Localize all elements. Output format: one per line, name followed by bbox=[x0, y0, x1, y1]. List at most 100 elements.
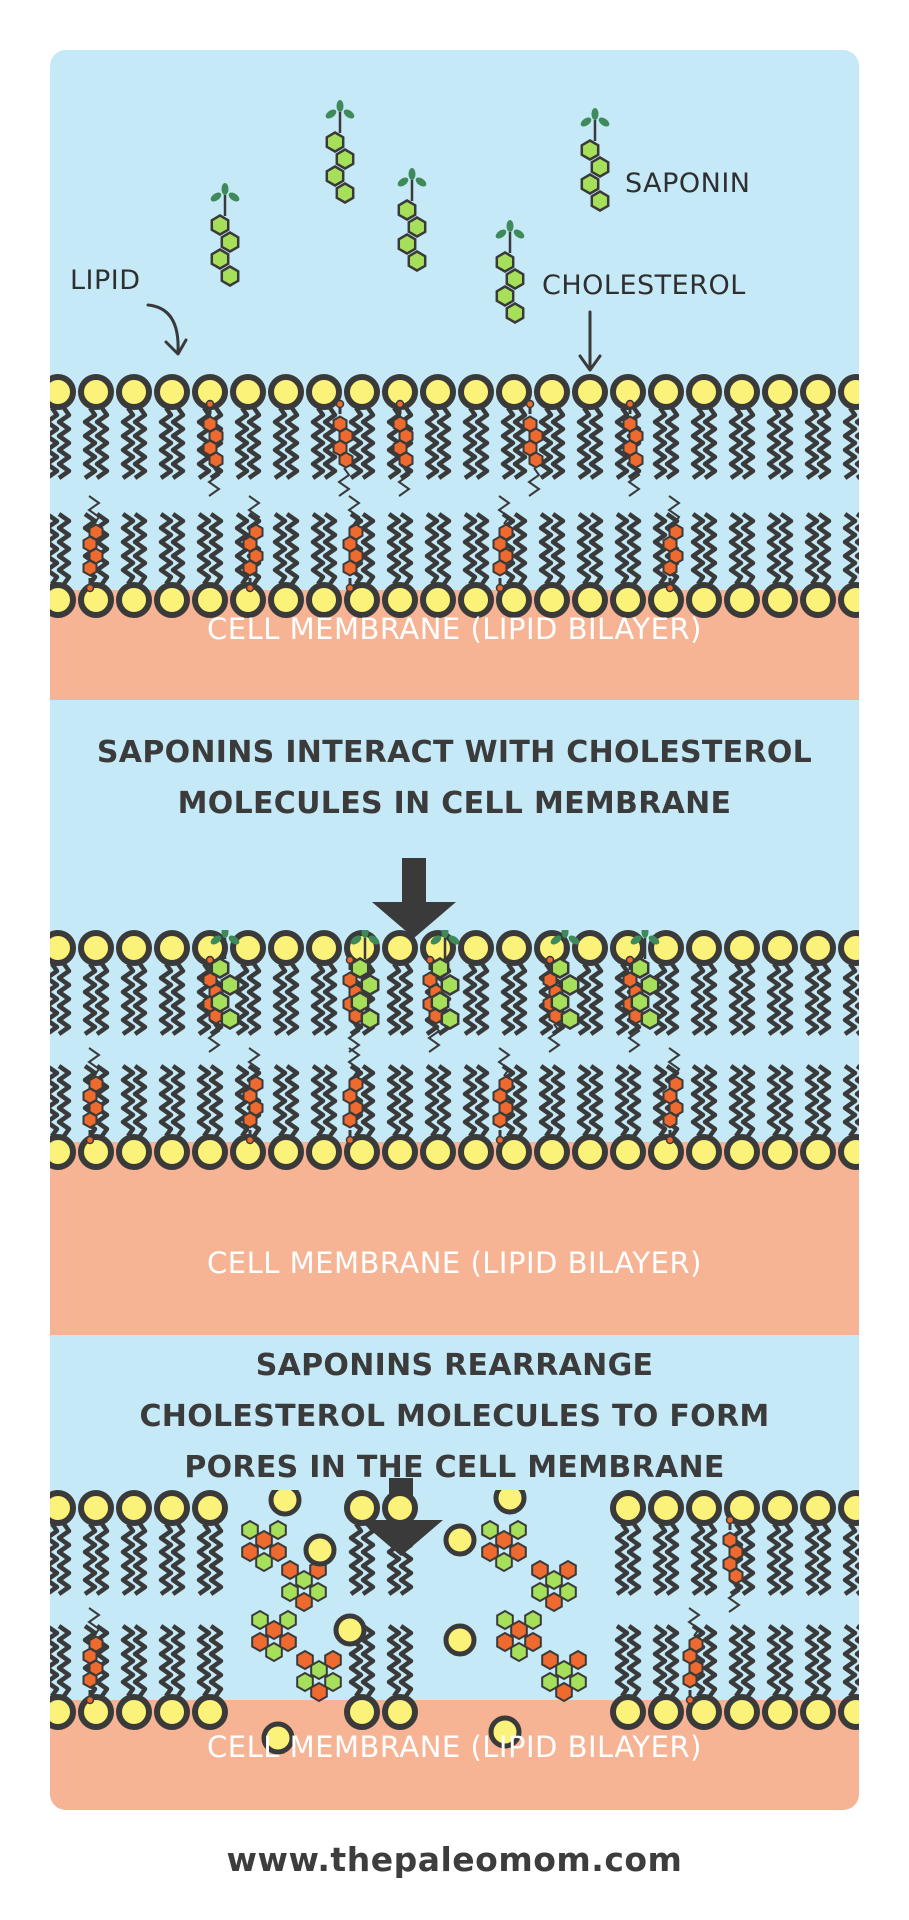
lipid-icon bbox=[762, 930, 798, 1036]
lipid-label: LIPID bbox=[70, 265, 141, 296]
lipid-icon bbox=[488, 1715, 522, 1749]
lipid-icon bbox=[496, 930, 532, 1036]
lipid-icon bbox=[800, 1064, 836, 1170]
lipid-icon bbox=[154, 1624, 190, 1730]
cholesterol-icon bbox=[682, 1607, 704, 1705]
lipid-icon bbox=[116, 930, 152, 1036]
lipid-icon bbox=[116, 374, 152, 480]
lipid-icon bbox=[268, 1490, 302, 1517]
lipid-icon bbox=[192, 1064, 228, 1170]
lipid-icon bbox=[838, 1624, 859, 1730]
cholesterol-icon bbox=[342, 495, 364, 593]
membrane-label-3: CELL MEMBRANE (LIPID BILAYER) bbox=[207, 1730, 702, 1764]
lipid-icon bbox=[306, 930, 342, 1036]
lipid-icon bbox=[458, 930, 494, 1036]
lipid-icon bbox=[724, 930, 760, 1036]
lipid-bilayer bbox=[50, 374, 859, 618]
lipid-icon bbox=[230, 374, 266, 480]
lipid-icon bbox=[303, 1533, 337, 1567]
saponin-binding-illustration bbox=[50, 930, 859, 1335]
lipid-icon bbox=[78, 374, 114, 480]
saponin-icon bbox=[630, 930, 660, 1030]
lipid-icon bbox=[572, 512, 608, 618]
step-1-heading: SAPONINS INTERACT WITH CHOLESTEROL MOLEC… bbox=[50, 727, 859, 829]
saponin-icon bbox=[430, 930, 460, 1030]
lipid-icon bbox=[762, 1490, 798, 1596]
lipid-icon bbox=[192, 1490, 228, 1596]
cholesterol-icon bbox=[722, 1515, 744, 1613]
lipid-icon bbox=[344, 374, 380, 480]
callout-arrow-icon bbox=[146, 303, 188, 356]
lipid-icon bbox=[838, 512, 859, 618]
cholesterol-icon bbox=[242, 495, 264, 593]
lipid-icon bbox=[116, 1490, 152, 1596]
lipid-icon bbox=[724, 374, 760, 480]
lipid-icon bbox=[800, 1490, 836, 1596]
saponin-icon bbox=[350, 930, 380, 1030]
cholesterol-icon bbox=[242, 1047, 264, 1145]
lipid-icon bbox=[458, 1064, 494, 1170]
lipid-icon bbox=[724, 512, 760, 618]
lipid-icon bbox=[610, 512, 646, 618]
cholesterol-icon bbox=[332, 399, 354, 497]
lipid-icon bbox=[686, 374, 722, 480]
lipid-icon bbox=[50, 1624, 76, 1730]
cholesterol-icon bbox=[522, 399, 544, 497]
lipid-icon bbox=[443, 1523, 477, 1557]
lipid-icon bbox=[268, 512, 304, 618]
lipid-icon bbox=[192, 1624, 228, 1730]
lipid-icon bbox=[261, 1721, 295, 1755]
lipid-icon bbox=[838, 1064, 859, 1170]
lipid-icon bbox=[116, 1624, 152, 1730]
step-1-line-1: SAPONINS INTERACT WITH CHOLESTEROL bbox=[96, 735, 813, 770]
lipid-icon bbox=[154, 512, 190, 618]
diagram-card: SAPONIN LIPID CHOLESTEROL CELL MEMBRANE … bbox=[50, 50, 859, 1810]
lipid-icon bbox=[306, 512, 342, 618]
lipid-icon bbox=[534, 1064, 570, 1170]
lipid-icon bbox=[306, 1064, 342, 1170]
lipid-icon bbox=[116, 512, 152, 618]
saponin-cholesterol-pore bbox=[241, 1490, 587, 1755]
lipid-icon bbox=[268, 930, 304, 1036]
lipid-icon bbox=[534, 512, 570, 618]
lipid-icon bbox=[420, 374, 456, 480]
lipid-icon bbox=[192, 512, 228, 618]
lipid-icon bbox=[610, 1624, 646, 1730]
cytoplasm bbox=[50, 1142, 859, 1335]
saponin-icon bbox=[325, 100, 355, 204]
lipid-icon bbox=[78, 1064, 114, 1170]
lipid-icon bbox=[838, 930, 859, 1036]
cholesterol-icon bbox=[82, 1607, 104, 1705]
lipid-icon bbox=[116, 1064, 152, 1170]
lipid-icon bbox=[420, 512, 456, 618]
lipid-icon bbox=[610, 1490, 646, 1596]
lipid-icon bbox=[382, 1490, 418, 1596]
lipid-icon bbox=[686, 512, 722, 618]
lipid-bilayer bbox=[50, 930, 859, 1170]
lipid-icon bbox=[50, 1064, 76, 1170]
lipid-bilayer bbox=[50, 1490, 859, 1730]
saponin-icon bbox=[210, 183, 240, 287]
lipid-icon bbox=[344, 1490, 380, 1596]
lipid-icon bbox=[50, 930, 76, 1036]
cholesterol-icon bbox=[392, 399, 414, 497]
cholesterol-label: CHOLESTEROL bbox=[542, 270, 746, 301]
cholesterol-icon bbox=[662, 1047, 684, 1145]
lipid-icon bbox=[648, 1624, 684, 1730]
lipid-icon bbox=[268, 1064, 304, 1170]
lipid-icon bbox=[572, 930, 608, 1036]
cholesterol-icon bbox=[492, 495, 514, 593]
membrane-label-2: CELL MEMBRANE (LIPID BILAYER) bbox=[207, 1246, 702, 1280]
lipid-icon bbox=[572, 374, 608, 480]
pore-formation-illustration bbox=[50, 1490, 859, 1810]
lipid-icon bbox=[762, 1624, 798, 1730]
saponin-icon bbox=[397, 168, 427, 272]
lipid-icon bbox=[724, 1624, 760, 1730]
lipid-icon bbox=[648, 1490, 684, 1596]
cholesterol-icon bbox=[662, 495, 684, 593]
lipid-icon bbox=[333, 1613, 367, 1647]
lipid-icon bbox=[838, 374, 859, 480]
lipid-icon bbox=[50, 512, 76, 618]
step-2-heading: SAPONINS REARRANGE CHOLESTEROL MOLECULES… bbox=[50, 1340, 859, 1493]
lipid-icon bbox=[800, 930, 836, 1036]
